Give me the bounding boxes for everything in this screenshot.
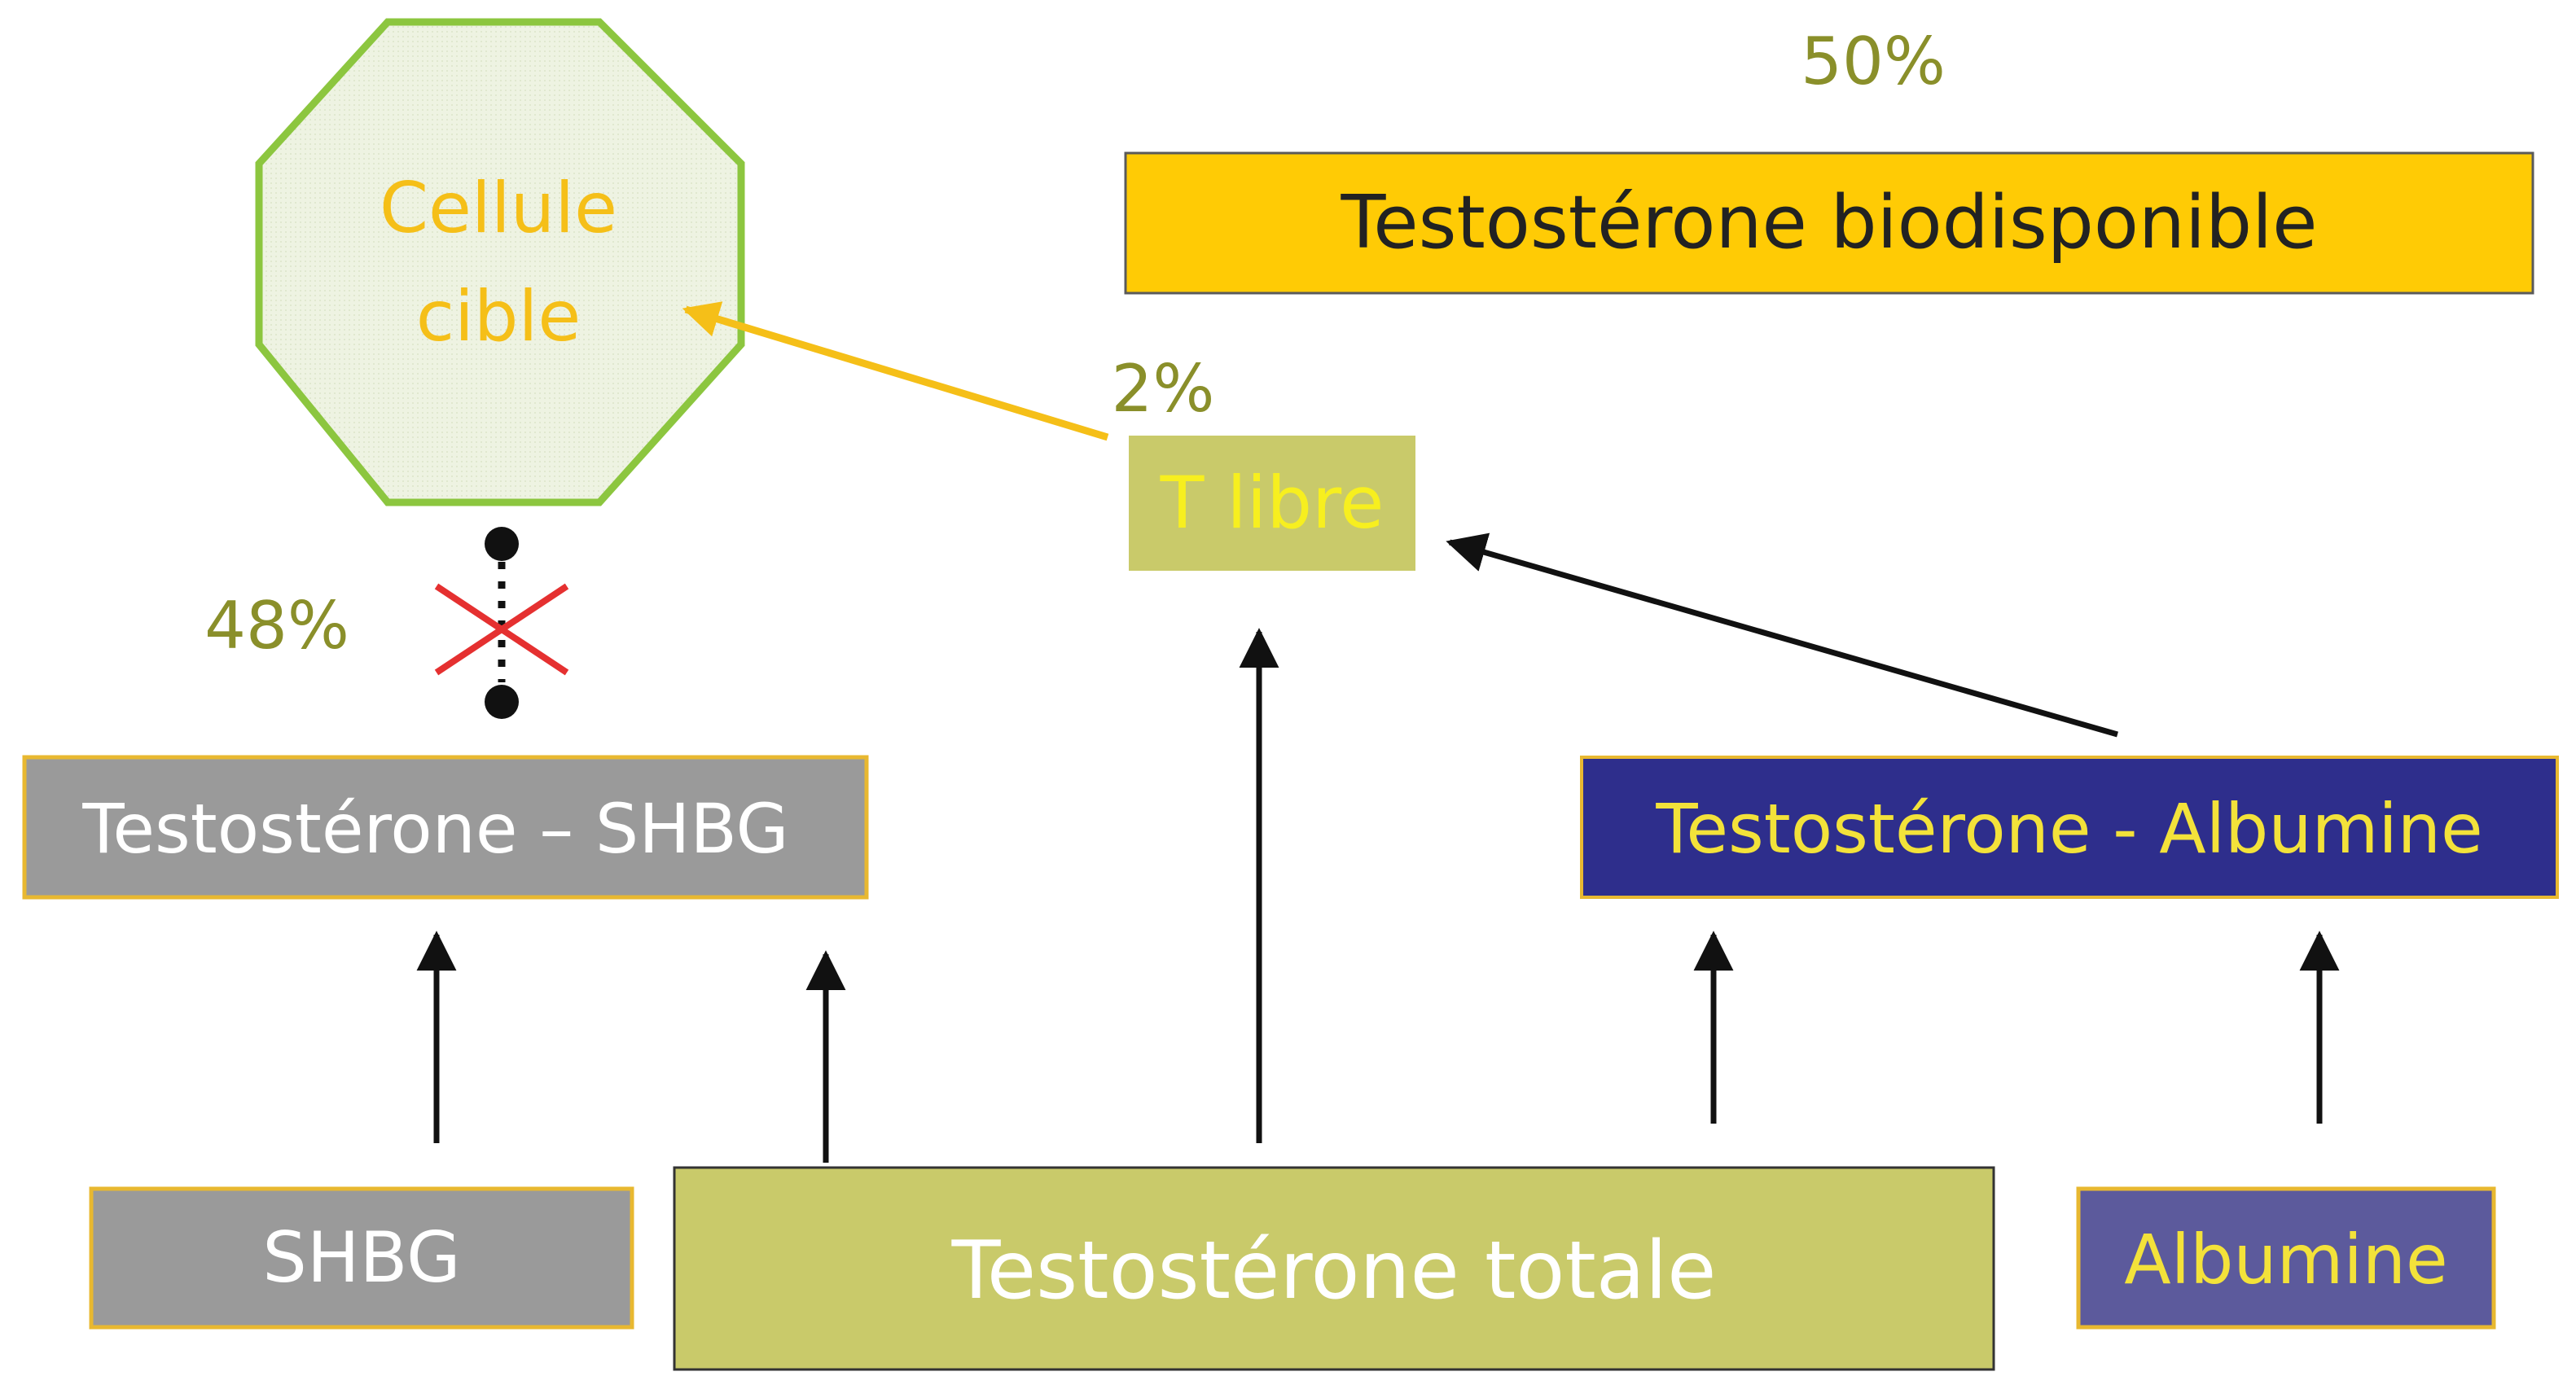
testosterone-totale-box: [673, 1166, 1995, 1371]
t-libre-label: T libre: [1160, 461, 1385, 545]
blocked-cross-stroke-2: [434, 583, 569, 676]
testosterone-albumine-box: [1580, 756, 2559, 899]
testosterone-shbg-box: [22, 755, 869, 900]
t-libre-box: [1129, 436, 1415, 571]
percent-shbg-complex: 48%: [204, 588, 349, 664]
testosterone-albumine-label: Testostérone - Albumine: [1655, 789, 2482, 869]
cellule-cible-line2: cible: [416, 276, 581, 357]
testosterone-shbg-label: Testostérone – SHBG: [81, 789, 788, 869]
shbg-box: [89, 1186, 634, 1330]
arrow-albumine-complex-to-t-libre: [1446, 532, 2118, 738]
blocked-link-top-dot: [485, 527, 519, 561]
percent-biodisponible: 50%: [1801, 24, 1946, 99]
blocked-link-bottom-dot: [485, 685, 519, 719]
arrow-t-libre-to-cellule: [682, 301, 1109, 441]
testosterone-totale-label: Testostérone totale: [951, 1225, 1717, 1317]
albumine-box: [2076, 1186, 2496, 1330]
shbg-label: SHBG: [262, 1217, 460, 1299]
cellule-cible-octagon: [255, 18, 745, 506]
biodisponible-box: [1124, 151, 2534, 295]
cellule-cible-line1: Cellule: [380, 168, 617, 249]
biodisponible-label: Testostérone biodisponible: [1341, 180, 2318, 265]
percent-t-libre: 2%: [1112, 351, 1215, 427]
albumine-label: Albumine: [2124, 1220, 2447, 1299]
